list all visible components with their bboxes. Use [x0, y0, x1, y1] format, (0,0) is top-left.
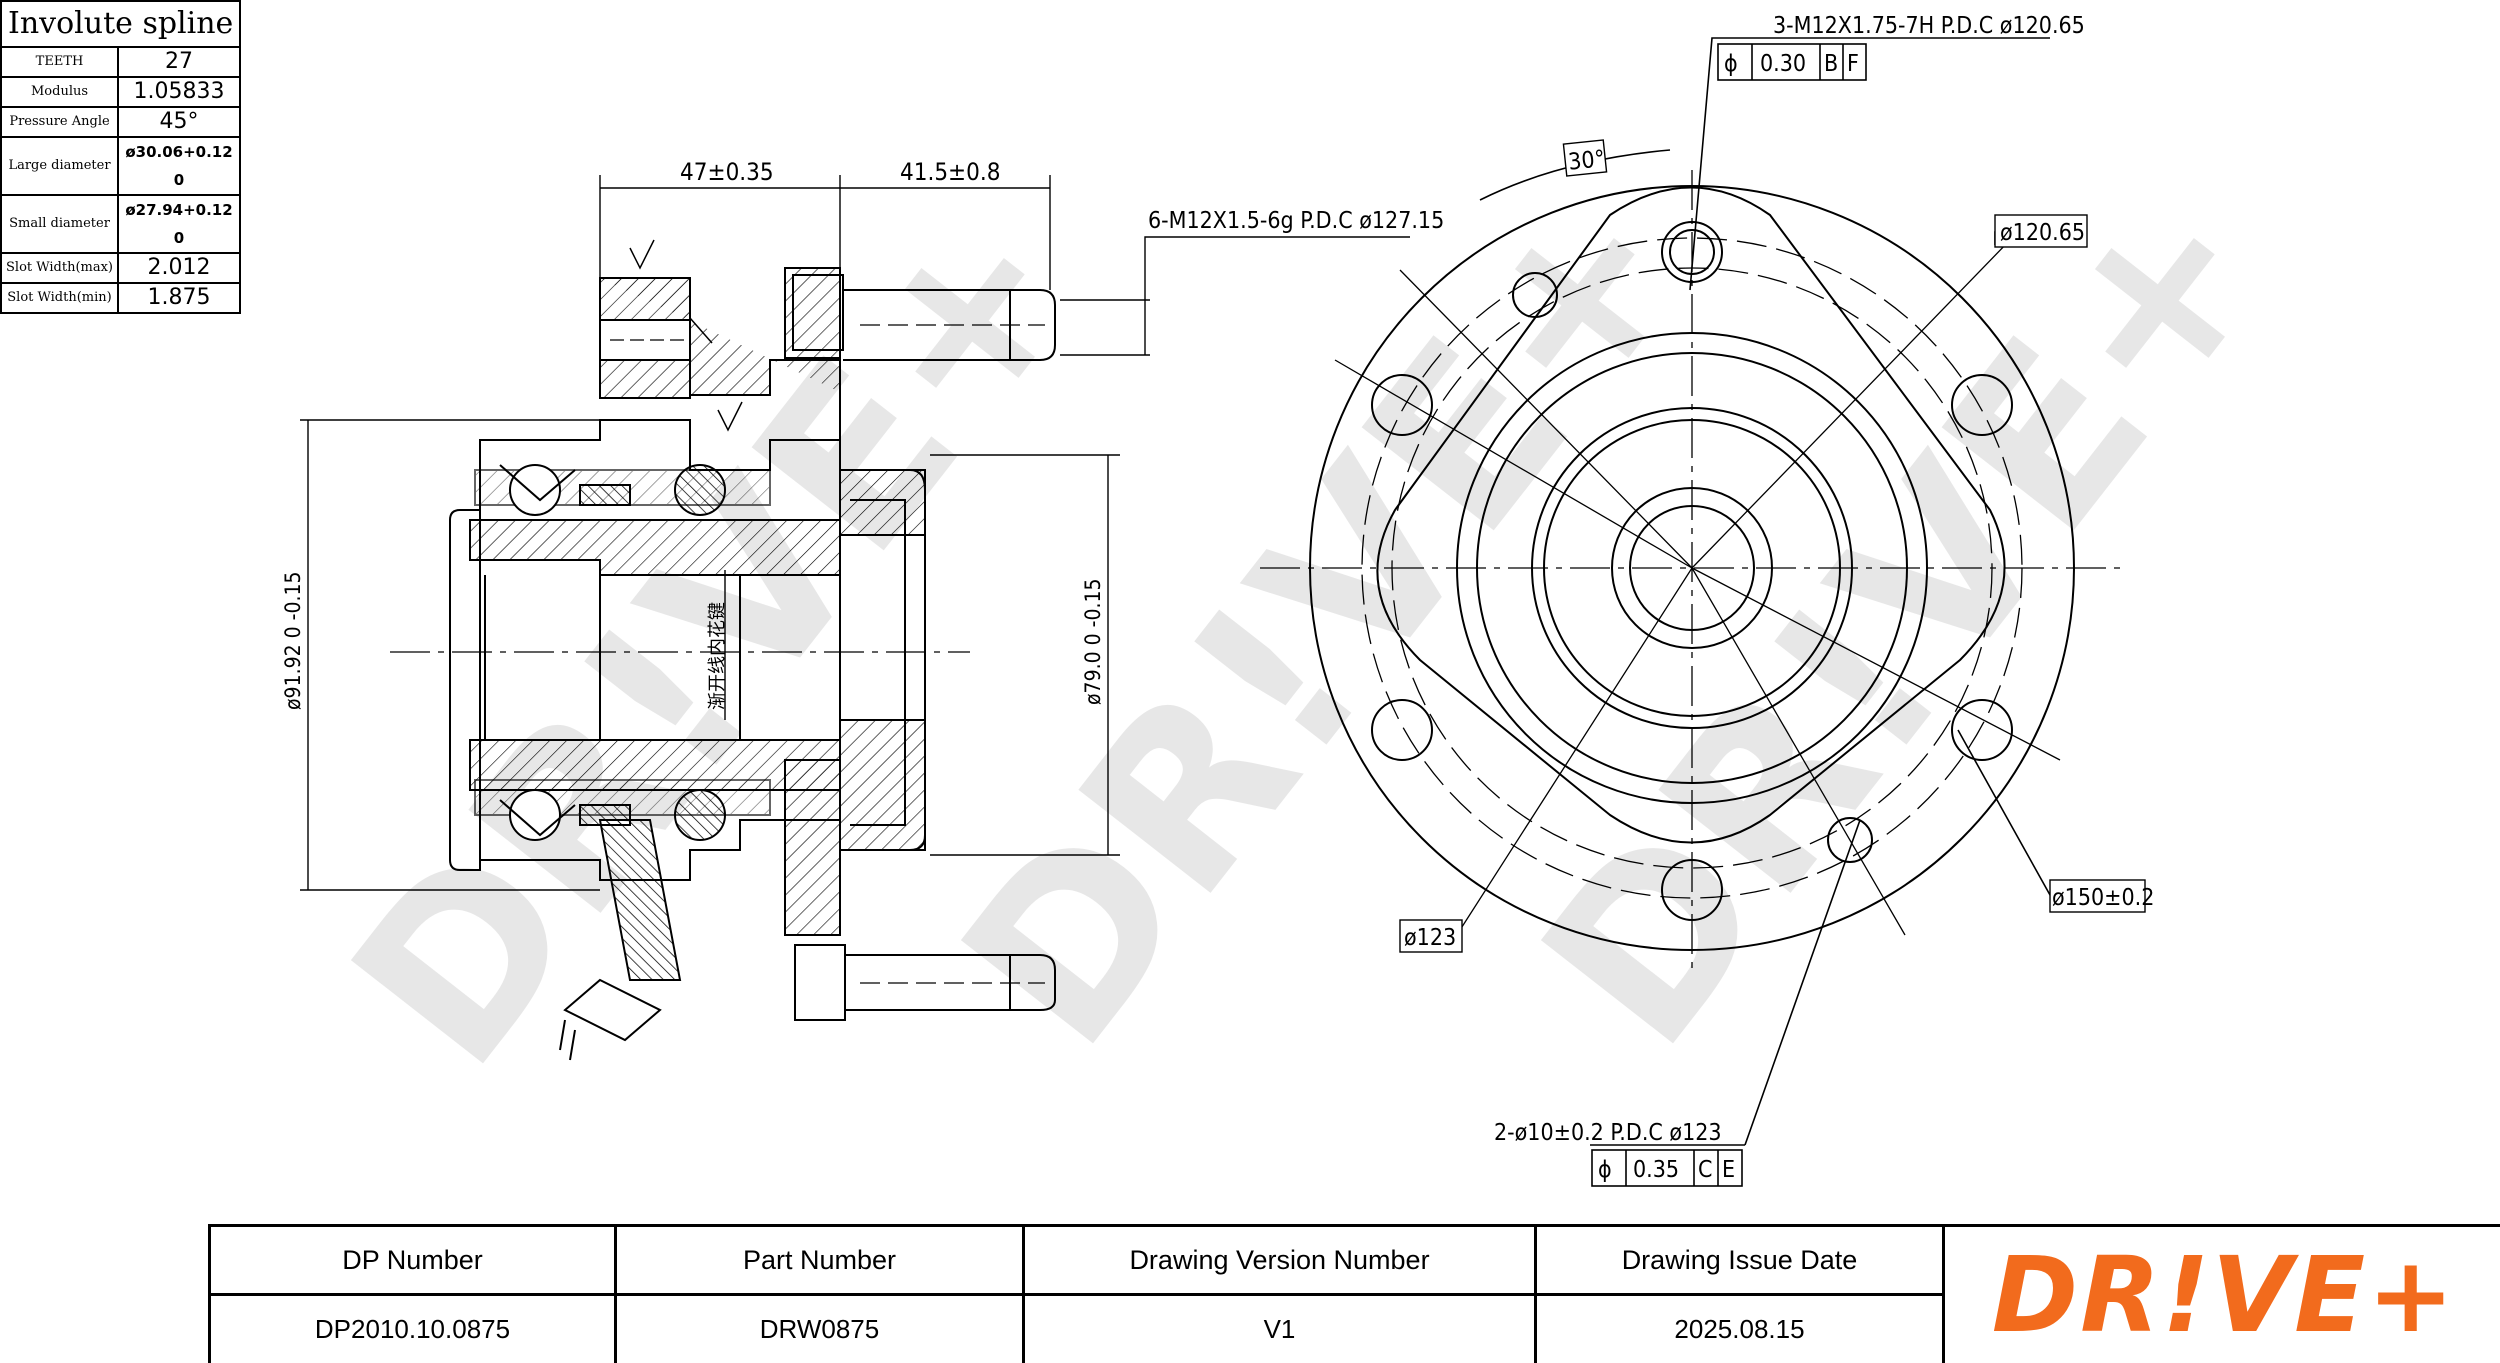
fcf-bottom-datum-e: E — [1722, 1157, 1735, 1183]
dim-left-width: 47±0.35 — [680, 158, 774, 186]
section-dimensions: 47±0.35 41.5±0.8 6-M12X1.5-6g P.D.C ø127… — [281, 158, 1444, 710]
spline-value: 27 — [117, 46, 242, 78]
header-part-number: Part Number — [617, 1227, 1022, 1296]
section-thread-callout: 6-M12X1.5-6g P.D.C ø127.15 — [1148, 208, 1444, 234]
spline-value: 1.05833 — [117, 76, 242, 108]
title-col-date: Drawing Issue Date 2025.08.15 — [1537, 1227, 1945, 1363]
title-col-dp: DP Number DP2010.10.0875 — [211, 1227, 617, 1363]
fv-hole-callout: 2-ø10±0.2 P.D.C ø123 — [1494, 1120, 1722, 1146]
front-view — [1260, 37, 2145, 1146]
spline-key: Slot Width(min) — [0, 282, 120, 314]
spline-value: 1.875 — [117, 282, 242, 314]
spline-value: ø27.94+0.12 0 — [117, 194, 242, 254]
spline-key: Pressure Angle — [0, 106, 120, 138]
spline-value: 2.012 — [117, 252, 242, 284]
fcf-bottom-tol: 0.35 — [1633, 1157, 1679, 1183]
dim-outer-dia: ø91.92 0 -0.15 — [281, 571, 305, 710]
fv-angle-label: 30° — [1567, 146, 1606, 176]
fcf-bottom-symbol: ϕ — [1598, 1157, 1612, 1183]
spline-key: Slot Width(max) — [0, 252, 120, 284]
fcf-bottom — [1591, 1149, 1743, 1187]
spline-table-title: Involute spline — [0, 0, 242, 48]
value-part-number: DRW0875 — [759, 1314, 880, 1344]
fv-label-boxes — [1399, 139, 2146, 953]
header-version: Drawing Version Number — [1025, 1227, 1534, 1296]
fcf-top-datum-b: B — [1824, 51, 1838, 77]
value-issue-date: 2025.08.15 — [1674, 1314, 1805, 1344]
header-issue-date: Drawing Issue Date — [1537, 1227, 1942, 1296]
spline-key: Large diameter — [0, 136, 120, 196]
fcf-top — [1717, 43, 1867, 81]
title-block: DP Number DP2010.10.0875 Part Number DRW… — [208, 1224, 2500, 1363]
value-dp-number: DP2010.10.0875 — [314, 1314, 511, 1344]
fcf-top-datum-f: F — [1847, 51, 1859, 77]
fv-dim-pcd-bolt: ø120.65 — [2000, 220, 2085, 246]
title-col-version: Drawing Version Number V1 — [1025, 1227, 1537, 1363]
brand-logo-text: DR!VE+ — [1991, 1234, 2457, 1356]
fv-thread-callout: 3-M12X1.75-7H P.D.C ø120.65 — [1773, 13, 2085, 39]
section-view — [300, 175, 1410, 1061]
brand-logo: DR!VE+ — [1945, 1227, 2500, 1363]
dim-pilot-dia: ø79.0 0 -0.15 — [1081, 579, 1105, 706]
header-dp-number: DP Number — [211, 1227, 614, 1296]
title-col-part: Part Number DRW0875 — [617, 1227, 1025, 1363]
spline-note: 渐开线内花键 — [707, 602, 728, 710]
bolt-holes — [1371, 221, 2013, 921]
spline-value: ø30.06+0.12 0 — [117, 136, 242, 196]
value-version: V1 — [1263, 1314, 1296, 1344]
dim-stud-length: 41.5±0.8 — [900, 158, 1000, 186]
spline-key: TEETH — [0, 46, 120, 78]
fv-dim-pcd-hole: ø123 — [1404, 925, 1456, 951]
fcf-bottom-datum-c: C — [1698, 1157, 1712, 1183]
fcf-top-symbol: ϕ — [1724, 51, 1738, 77]
fv-dim-flange: ø150±0.2 — [2052, 885, 2154, 911]
fcf-top-tol: 0.30 — [1760, 51, 1806, 77]
front-dimensions: 3-M12X1.75-7H P.D.C ø120.65 ϕ 0.30 B F 3… — [1404, 13, 2154, 1183]
spline-value: 45° — [117, 106, 242, 138]
spline-key: Small diameter — [0, 194, 120, 254]
spline-key: Modulus — [0, 76, 120, 108]
